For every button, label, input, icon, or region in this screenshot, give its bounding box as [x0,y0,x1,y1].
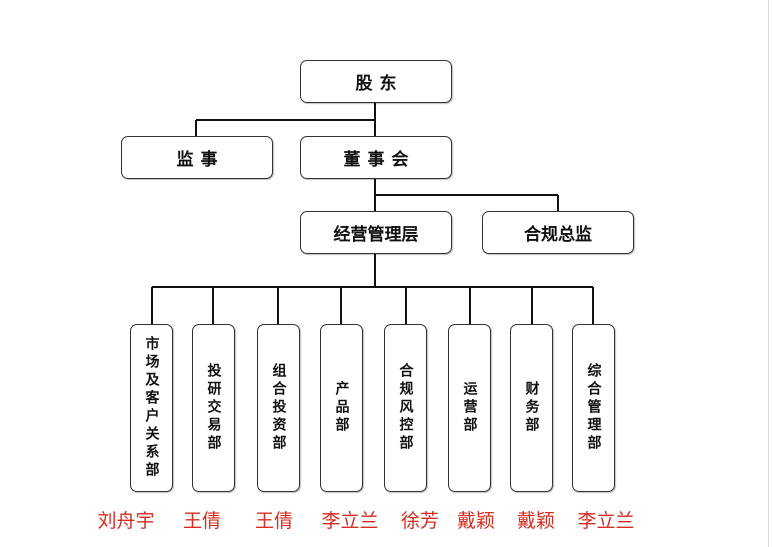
department-box-compliance-risk: 合规风控部 [384,324,427,492]
department-box-finance: 财务部 [510,324,553,492]
board-box: 董事会 [300,136,452,179]
page-edge-divider [768,0,769,547]
department-head-name: 徐芳 [400,510,439,532]
department-head-name: 戴颖 [456,510,495,532]
compliance-officer-box: 合规总监 [482,211,634,254]
department-box-portfolio-investment: 组合投资部 [257,324,300,492]
department-head-name: 刘舟宇 [97,510,155,532]
department-box-operations: 运营部 [448,324,491,492]
department-head-name: 李立兰 [577,510,635,532]
supervisor-box: 监事 [121,136,273,179]
department-head-name: 戴颖 [516,510,555,532]
department-head-name: 王倩 [182,510,221,532]
management-box: 经营管理层 [300,211,452,254]
department-box-product: 产品部 [320,324,363,492]
department-head-name: 王倩 [254,510,293,532]
department-box-research-trading: 投研交易部 [192,324,235,492]
department-box-general-admin: 综合管理部 [572,324,615,492]
department-head-name: 李立兰 [321,510,379,532]
shareholders-box: 股东 [300,60,452,103]
department-box-market-client: 市场及客户关系部 [130,324,173,492]
